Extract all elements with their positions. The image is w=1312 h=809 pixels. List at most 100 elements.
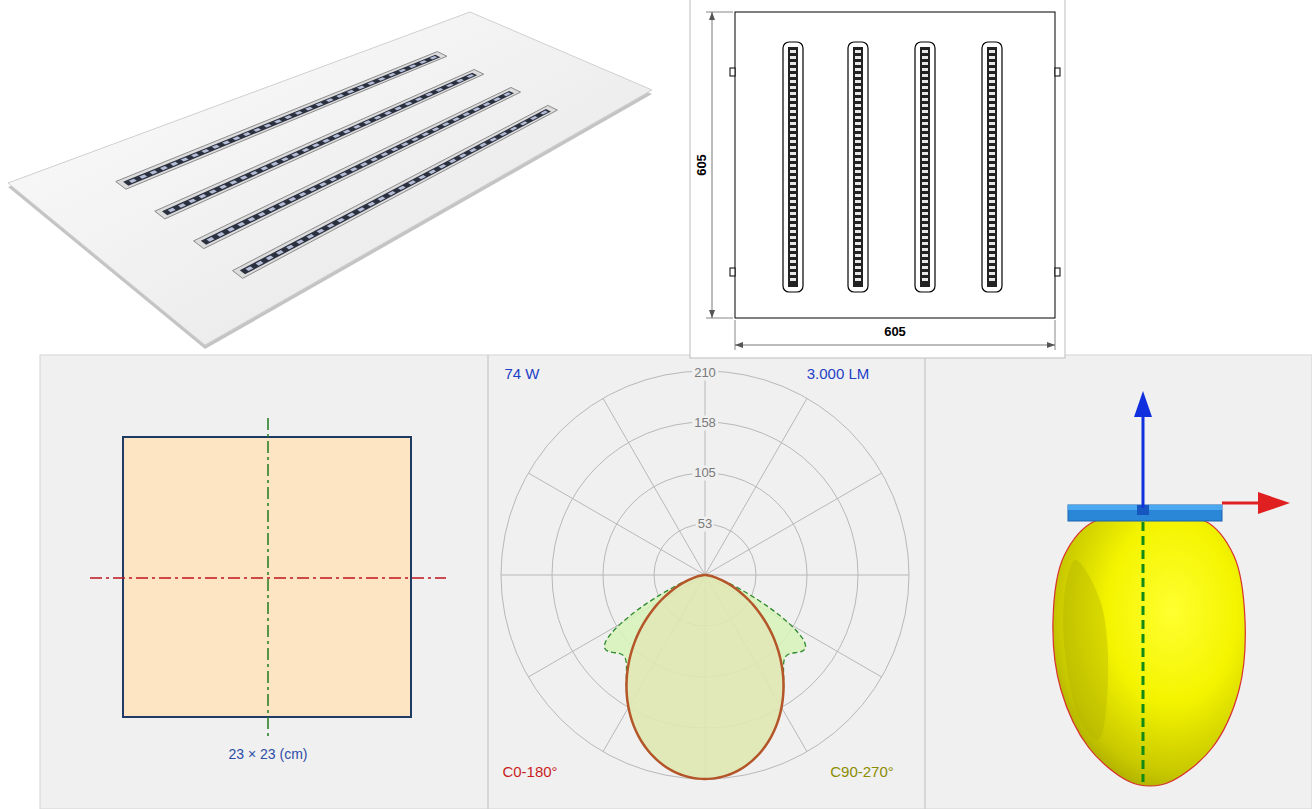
led bbox=[168, 208, 176, 212]
led bbox=[357, 207, 365, 212]
led bbox=[790, 128, 796, 131]
mount-tab bbox=[1055, 68, 1060, 76]
extension-line bbox=[735, 320, 736, 350]
led bbox=[922, 266, 928, 269]
led bbox=[922, 194, 928, 197]
led bbox=[790, 62, 796, 65]
flux-label: 3.000 LM bbox=[807, 365, 870, 382]
led bbox=[989, 158, 995, 161]
led bbox=[855, 110, 861, 113]
led bbox=[367, 202, 375, 206]
axis-line bbox=[1142, 522, 1145, 782]
led bbox=[398, 69, 406, 73]
slot-opening bbox=[240, 109, 551, 274]
led bbox=[150, 170, 158, 174]
led bbox=[922, 212, 928, 215]
led bbox=[989, 122, 995, 125]
led bbox=[363, 120, 371, 124]
led bbox=[260, 166, 268, 170]
led bbox=[989, 182, 995, 185]
dimension-arrow bbox=[709, 12, 715, 20]
led bbox=[258, 212, 266, 216]
led bbox=[855, 242, 861, 245]
mount-tab bbox=[730, 268, 735, 276]
led bbox=[452, 117, 460, 121]
led bbox=[989, 224, 995, 227]
panel-outline bbox=[735, 12, 1055, 318]
technical-drawing bbox=[690, 0, 1065, 358]
led bbox=[989, 248, 995, 251]
led bbox=[384, 111, 392, 115]
led bbox=[922, 92, 928, 95]
led bbox=[790, 140, 796, 143]
led bbox=[790, 92, 796, 95]
led bbox=[790, 230, 796, 233]
led bbox=[989, 98, 995, 101]
led bbox=[855, 188, 861, 191]
led bbox=[922, 134, 928, 137]
led bbox=[790, 212, 796, 215]
led bbox=[340, 172, 348, 176]
led bbox=[855, 80, 861, 83]
led bbox=[989, 194, 995, 197]
led bbox=[922, 152, 928, 155]
led bbox=[540, 111, 548, 115]
led bbox=[855, 104, 861, 107]
led bbox=[989, 200, 995, 203]
scale-label: 53 bbox=[696, 517, 714, 532]
led bbox=[374, 116, 382, 120]
led bbox=[790, 200, 796, 203]
scale-label: 210 bbox=[692, 366, 718, 381]
led bbox=[493, 97, 501, 101]
led bbox=[855, 224, 861, 227]
led bbox=[790, 260, 796, 263]
led bbox=[520, 121, 528, 125]
led bbox=[449, 159, 457, 163]
led bbox=[855, 278, 861, 281]
led bbox=[790, 272, 796, 275]
led bbox=[790, 188, 796, 191]
led bbox=[408, 180, 416, 184]
led bbox=[989, 164, 995, 167]
led bbox=[296, 239, 304, 244]
dimension-arrow bbox=[1047, 342, 1055, 348]
led bbox=[922, 122, 928, 125]
led bbox=[790, 158, 796, 161]
led bbox=[191, 153, 199, 157]
led bbox=[266, 255, 274, 260]
panel-face bbox=[8, 12, 652, 345]
led bbox=[418, 175, 426, 179]
led bbox=[922, 128, 928, 131]
led bbox=[790, 98, 796, 101]
led bbox=[922, 206, 928, 209]
led bbox=[378, 196, 386, 200]
led bbox=[230, 180, 238, 184]
led bbox=[790, 164, 796, 167]
led bbox=[922, 62, 928, 65]
led bbox=[989, 140, 995, 143]
led bbox=[428, 170, 436, 174]
horizontal-axis-arrow bbox=[1222, 502, 1262, 505]
luminaire-body bbox=[1068, 505, 1222, 521]
slot-bezel bbox=[155, 70, 484, 219]
led bbox=[530, 116, 538, 120]
led bbox=[922, 254, 928, 257]
led bbox=[199, 194, 207, 198]
led bbox=[233, 136, 241, 140]
led-strip bbox=[987, 47, 997, 287]
arrow-head bbox=[1134, 391, 1152, 417]
led bbox=[922, 218, 928, 221]
led bbox=[855, 176, 861, 179]
led bbox=[790, 278, 796, 281]
led bbox=[855, 116, 861, 119]
led bbox=[178, 203, 186, 207]
led bbox=[446, 83, 454, 87]
led bbox=[989, 80, 995, 83]
led bbox=[922, 230, 928, 233]
led bbox=[989, 146, 995, 149]
led bbox=[855, 128, 861, 131]
led bbox=[922, 104, 928, 107]
led-strip bbox=[920, 47, 930, 287]
photometric-solid bbox=[1053, 391, 1290, 786]
